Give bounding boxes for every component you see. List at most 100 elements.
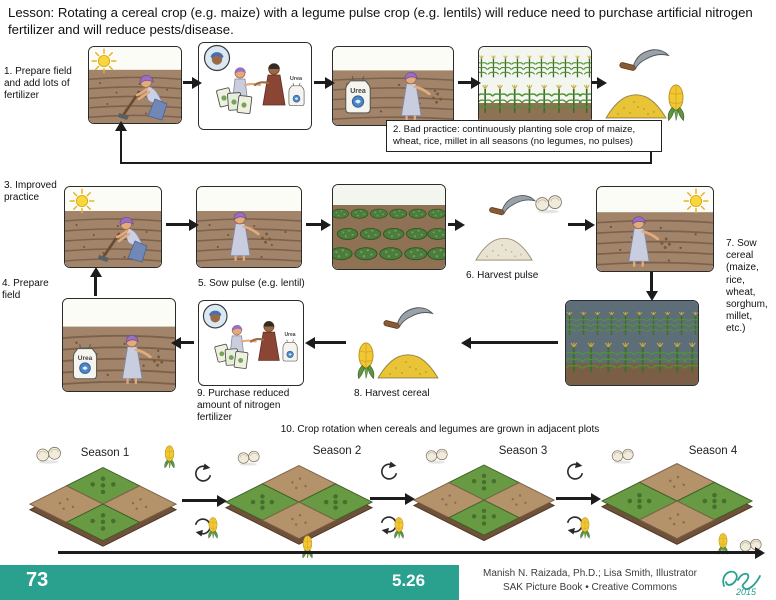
sow-fertilizer-illustration: Urea	[333, 47, 453, 125]
season-3-label: Season 3	[498, 445, 548, 457]
maize-field-illustration	[479, 47, 591, 123]
caption-step-5: 5. Sow pulse (e.g. lentil)	[198, 278, 305, 289]
arrow-9-10	[171, 336, 194, 349]
maize-cob-icon	[300, 534, 315, 559]
footer-accent-bar	[0, 565, 459, 600]
maize-cob-icon	[392, 516, 406, 539]
signature-year: 2015	[735, 587, 757, 597]
purchase-illustration: Urea	[199, 43, 311, 129]
season-3-plot-illustration	[413, 464, 555, 542]
prepare-field-illustration	[65, 187, 161, 267]
panel-purchase-reduced: Urea	[198, 300, 304, 386]
page-number: 73	[26, 569, 49, 591]
lentil-seeds-icon	[610, 448, 636, 464]
signature-flourish-icon: 2015	[722, 570, 761, 597]
caption-step-9: 9. Purchase reduced amount of nitrogen f…	[197, 388, 290, 424]
figure-number: 5.26	[392, 571, 426, 590]
rotation-swap-icon	[378, 460, 400, 482]
panel-pulse-field	[332, 184, 446, 270]
panel-sow-fertilize-bad: Urea	[332, 46, 454, 126]
panel-maize-field-bad	[478, 46, 592, 124]
rotation-swap-icon	[192, 462, 214, 484]
maize-cob-icon	[578, 516, 592, 539]
season-2-label: Season 2	[312, 445, 362, 457]
panel-sow-reduced-fertilizer: Urea	[62, 298, 176, 392]
urea-bag-label: Urea	[350, 88, 366, 95]
sickle-icon	[488, 195, 536, 216]
shop-scene-icon	[200, 43, 310, 129]
lentil-seeds-icon	[34, 446, 64, 464]
caption-step-8: 8. Harvest cereal	[354, 388, 430, 399]
soil	[479, 103, 591, 123]
rotation-swap-icon	[564, 460, 586, 482]
urea-bag-label: Urea	[290, 76, 303, 82]
maize-field-illustration	[566, 301, 698, 385]
caption-step-6: 6. Harvest pulse	[466, 270, 539, 281]
lentil-seeds-icon	[424, 448, 450, 464]
credits: Manish N. Raizada, Ph.D.; Lisa Smith, Il…	[468, 567, 712, 594]
harvest-cereal-illustration	[605, 49, 685, 121]
panel-prepare-field-good	[64, 186, 162, 268]
season-1-plots	[28, 456, 178, 554]
arrow-1-2	[183, 76, 202, 89]
arrow-5-field	[306, 218, 331, 231]
credit-line-2: SAK Picture Book • Creative Commons	[502, 581, 678, 593]
shop-scene-icon	[199, 302, 303, 383]
maize-cob-icon	[206, 516, 220, 539]
caption-step-1: 1. Prepare field and add lots of fertili…	[4, 66, 72, 102]
credit-line-1: Manish N. Raizada, Ph.D.; Lisa Smith, Il…	[483, 568, 697, 579]
lentil-seeds-icon	[236, 450, 262, 466]
panel-prepare-field-bad	[88, 46, 182, 124]
panel-harvest-cereal-bad	[600, 44, 692, 128]
sow-cereal-illustration	[597, 187, 713, 271]
arrow-4-5	[592, 76, 607, 89]
season-4-plot-illustration	[601, 463, 753, 545]
arrow-8-9	[305, 336, 346, 349]
season-2-plot-illustration	[225, 465, 373, 545]
sun-icon	[91, 48, 117, 74]
purchase-illustration: Urea	[199, 301, 303, 385]
season-4-plots	[598, 452, 756, 552]
pulse-field-illustration	[333, 185, 445, 269]
maize-cob-icon	[357, 342, 375, 379]
arrow-season-1-2	[182, 494, 227, 507]
caption-step-2: 2. Bad practice: continuously planting s…	[386, 120, 662, 152]
lentil-seeds-icon	[535, 195, 562, 214]
pulse-pile-icon	[475, 237, 533, 261]
arrow-7-maize	[645, 272, 658, 301]
arrow-3-4	[458, 76, 481, 89]
panel-harvest-pulse	[460, 192, 564, 264]
urea-bag-label: Urea	[78, 355, 93, 362]
season-4-label: Season 4	[688, 445, 738, 457]
arrow-6-7	[568, 218, 595, 231]
panel-sow-pulse	[196, 186, 302, 268]
soil	[566, 363, 698, 385]
season-3-plots	[412, 454, 556, 548]
arrow-season-2-3	[370, 492, 415, 505]
sickle-icon	[382, 307, 433, 330]
lesson-text: Lesson: Rotating a cereal crop (e.g. mai…	[8, 5, 753, 38]
grain-pile-icon	[605, 94, 667, 119]
urea-bag-label: Urea	[284, 332, 295, 338]
caption-step-10: 10. Crop rotation when cereals and legum…	[280, 424, 600, 435]
panel-purchase-fertilizer-bad: Urea	[198, 42, 312, 130]
harvest-pulse-illustration	[475, 195, 562, 261]
maize-cob-icon	[667, 84, 685, 121]
sun-icon	[683, 188, 709, 214]
arrow-loop-to-prepare	[89, 267, 102, 296]
illustrator-signature: 2015	[716, 564, 772, 598]
seasons-timeline-arrow	[58, 546, 765, 559]
maize-cob-icon	[162, 444, 177, 469]
sow-pulse-illustration	[197, 187, 301, 267]
bad-cycle-loop-arrowhead	[115, 121, 127, 131]
season-2-plots	[224, 454, 374, 552]
panel-sow-cereal	[596, 186, 714, 272]
caption-step-7: 7. Sow cereal (maize, rice, wheat, sorgh…	[726, 238, 768, 335]
grain-pile-icon	[377, 354, 439, 379]
caption-step-4: 4. Prepare field	[2, 278, 49, 302]
arrow-field-6	[448, 218, 465, 231]
arrow-season-3-4	[556, 492, 601, 505]
harvest-cereal-illustration	[357, 307, 439, 379]
season-1-plot-illustration	[29, 467, 177, 547]
